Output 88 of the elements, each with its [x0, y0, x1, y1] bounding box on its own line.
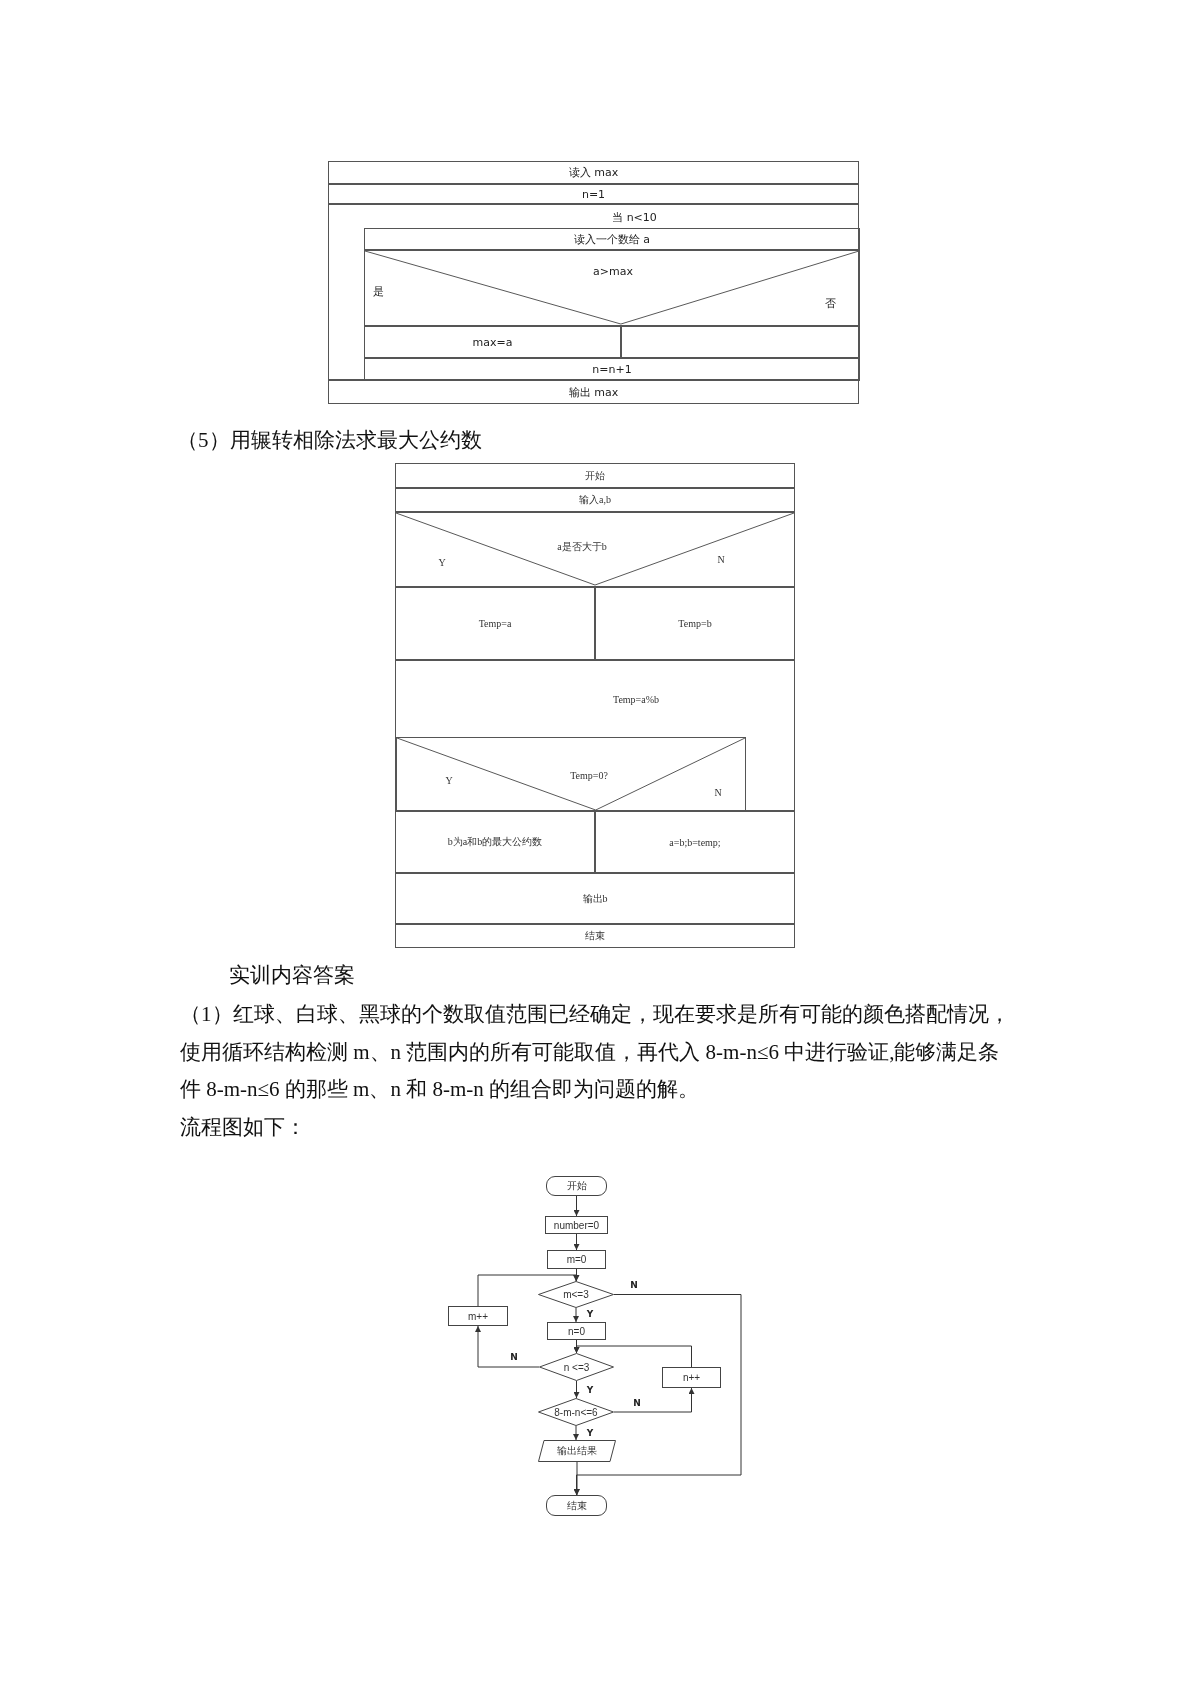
edge-label: N — [510, 1352, 518, 1362]
decision-diamond — [538, 1398, 614, 1426]
branch-label: 是 — [372, 283, 384, 299]
branch-label: Y — [445, 774, 453, 786]
statement-block — [328, 161, 859, 184]
step-text: 读入 max — [568, 165, 619, 180]
arrow — [573, 1380, 580, 1399]
edge-label: Y — [586, 1309, 594, 1319]
statement-block — [395, 587, 595, 660]
section-heading: （5）用辗转相除法求最大公约数 — [177, 427, 482, 454]
edge-label: Y — [586, 1385, 594, 1395]
step-text: Temp=a — [478, 618, 512, 629]
step-text: n=0 — [568, 1325, 585, 1337]
terminal-shape — [546, 1176, 607, 1196]
branch-label: 否 — [824, 295, 836, 311]
condition-text: Temp=0? — [570, 769, 608, 781]
process-box — [662, 1367, 721, 1388]
step-text: 结束 — [566, 1498, 587, 1513]
statement-block — [395, 873, 795, 924]
condition-text: a是否大于b — [557, 540, 607, 554]
statement-block — [364, 326, 621, 358]
arrow — [573, 1294, 742, 1496]
step-text: 输出结果 — [557, 1444, 597, 1458]
step-text: 输出b — [582, 891, 608, 906]
paragraph: 流程图如下： — [180, 1114, 306, 1141]
process-box — [545, 1216, 608, 1234]
process-box — [547, 1250, 606, 1269]
arrow — [613, 1387, 695, 1413]
arrow — [573, 1195, 580, 1217]
edge-label: N — [633, 1398, 641, 1408]
statement-block — [328, 184, 859, 204]
input-output-shape — [538, 1440, 616, 1462]
step-text: 开始 — [585, 468, 605, 483]
branch-label: N — [717, 553, 725, 565]
step-text: 读入一个数给 a — [573, 231, 651, 247]
terminal-shape — [546, 1495, 607, 1516]
process-box — [448, 1306, 508, 1326]
decision-diamond — [538, 1281, 614, 1308]
edge-label: N — [630, 1280, 638, 1290]
step-text: number=0 — [553, 1219, 600, 1231]
step-text: n=1 — [581, 187, 606, 201]
step-text: 输入a,b — [579, 493, 611, 507]
arrow — [573, 1233, 580, 1251]
branch-label: Y — [438, 556, 446, 568]
edge-label: Y — [586, 1428, 594, 1438]
branch-label: N — [714, 786, 722, 798]
section-heading: 实训内容答案 — [229, 962, 355, 989]
arrow — [477, 1274, 579, 1307]
arrow — [573, 1307, 579, 1323]
arrow — [573, 1425, 579, 1441]
loop-block — [328, 204, 859, 380]
statement-block — [395, 924, 795, 948]
step-text: 结束 — [585, 929, 605, 943]
step-text: b为a和b的最大公约数 — [447, 835, 543, 849]
step-text: a=b;b=temp; — [669, 836, 721, 848]
statement-block — [595, 587, 795, 660]
statement-block — [621, 326, 860, 358]
process-box — [547, 1322, 606, 1340]
paragraph: （1）红球、白球、黑球的个数取值范围已经确定，现在要求是所有可能的颜色搭配情况，使用循环结构检测 m、n 范围内的所有可能取值，再代入 8-m-n≤6 中进行验证,能够满足条件 8-m-n≤6 的那些 m、n 和 8-m-n 的组合即为问题的解。 — [180, 1001, 1011, 1103]
statement-block — [395, 811, 595, 873]
statement-block — [395, 488, 795, 512]
arrow — [475, 1325, 540, 1368]
statement-block — [364, 228, 860, 250]
condition-text: a>max — [593, 264, 633, 278]
step-text: n++ — [682, 1372, 701, 1383]
step-text: n=n+1 — [592, 363, 632, 376]
step-text: n <=3 — [563, 1361, 590, 1373]
statement-block — [328, 380, 859, 404]
step-text: max=a — [472, 335, 513, 349]
step-text: 开始 — [566, 1179, 587, 1193]
statement-block — [595, 811, 795, 873]
step-text: 输出 max — [568, 384, 619, 400]
arrow — [573, 1345, 692, 1368]
statement-block — [395, 463, 795, 488]
step-text: m++ — [468, 1310, 488, 1322]
step-text: 8-m-n<=6 — [554, 1406, 598, 1418]
decision-block — [364, 250, 860, 326]
step-text: m<=3 — [563, 1289, 589, 1300]
decision-block — [395, 512, 795, 587]
loop-condition-text: 当 n<10 — [612, 209, 657, 224]
decision-block — [396, 737, 746, 812]
loop-condition-text: Temp=a%b — [613, 693, 659, 705]
step-text: m=0 — [566, 1254, 587, 1265]
decision-diamond — [539, 1353, 614, 1381]
arrow — [574, 1461, 580, 1496]
step-text: Temp=b — [678, 618, 712, 629]
loop-block — [395, 660, 795, 811]
statement-block — [364, 358, 860, 381]
